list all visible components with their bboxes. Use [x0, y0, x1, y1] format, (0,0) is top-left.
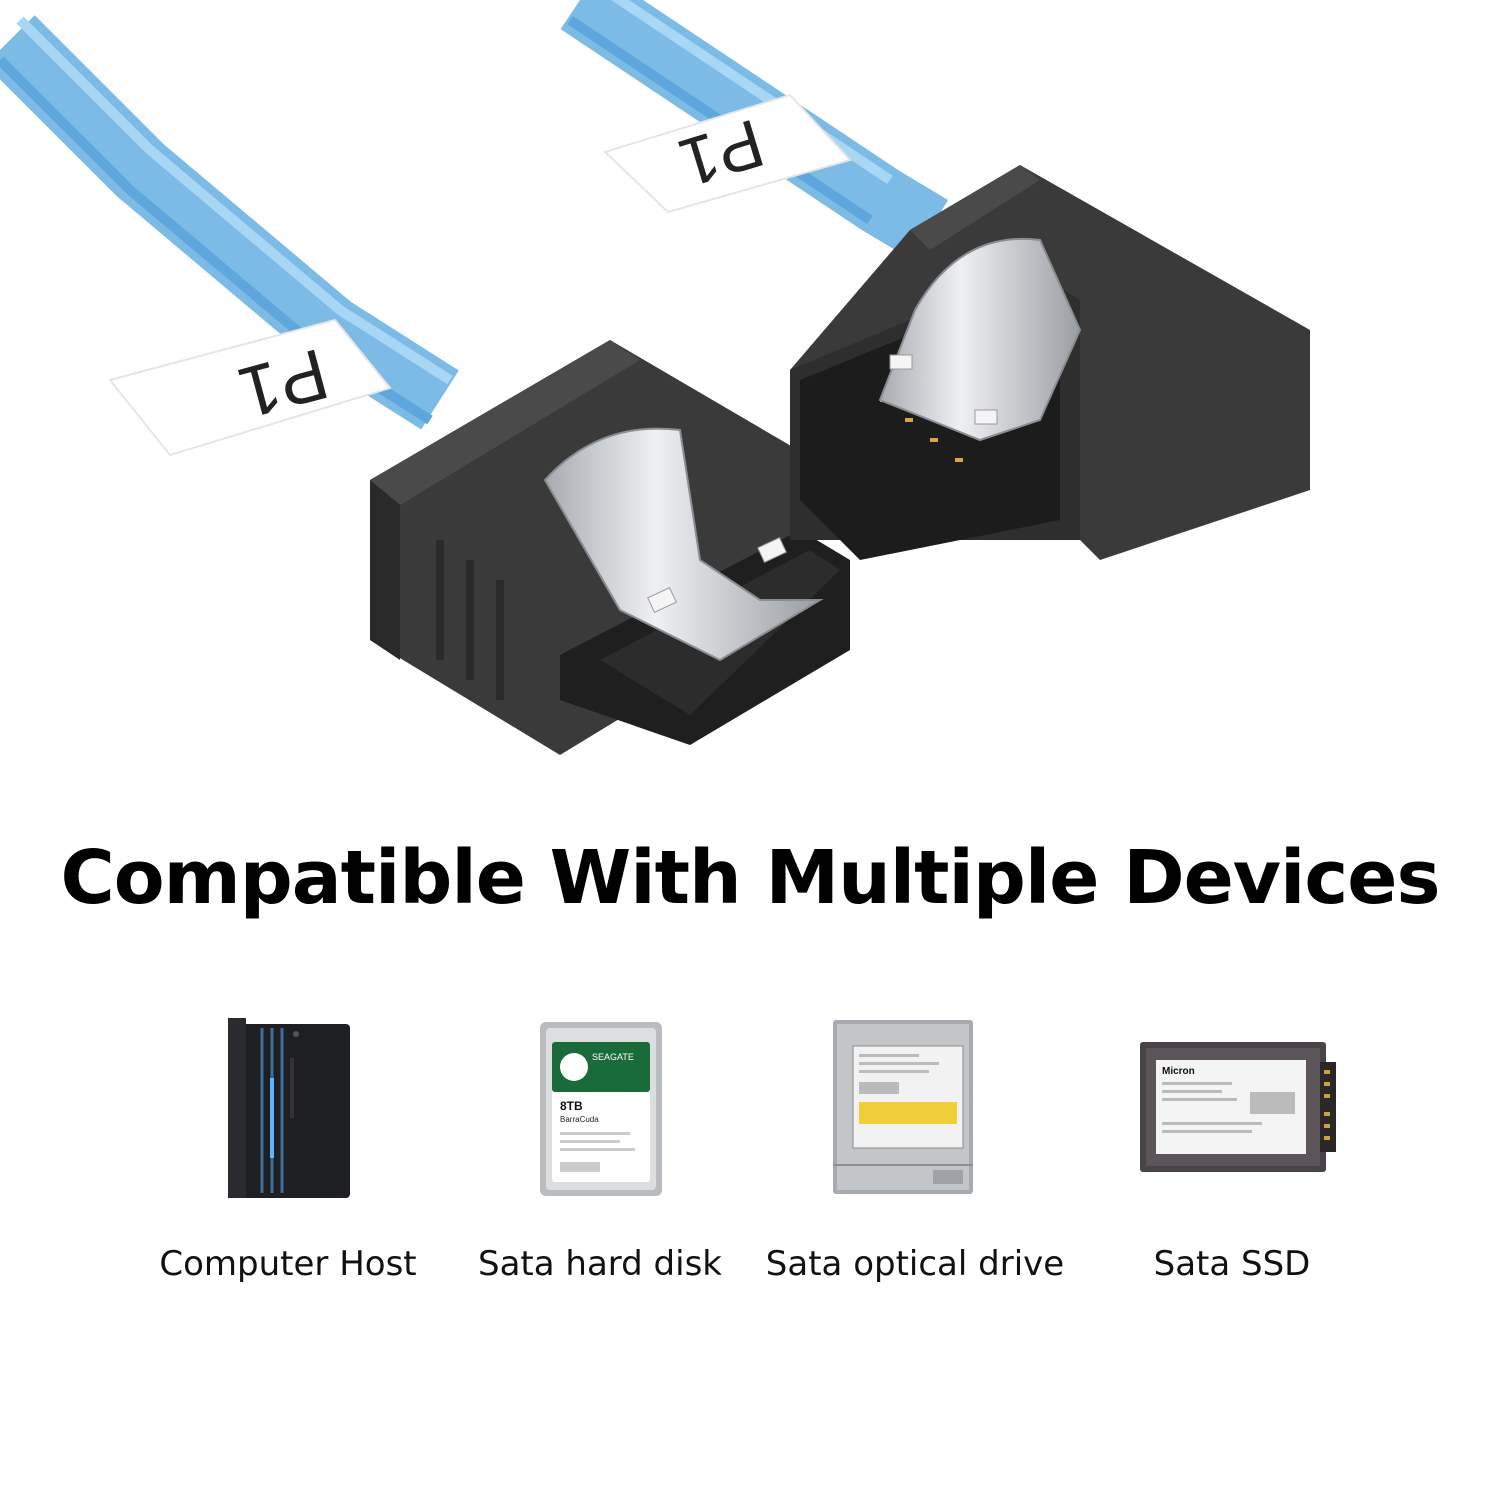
hdd-brand-text: SEAGATE — [592, 1052, 634, 1062]
computer-host-icon — [228, 1018, 350, 1198]
hard-disk-icon: SEAGATE 8TB BarraCuda — [540, 1022, 662, 1196]
ssd-brand-text: Micron — [1162, 1066, 1195, 1077]
left-connector — [370, 340, 850, 755]
hdd-capacity-text: 8TB — [560, 1099, 583, 1113]
left-cable-label: P1 — [108, 318, 392, 457]
sata-cable-illustration: P1 P1 — [0, 0, 1310, 755]
device-label-optical-drive: Sata optical drive — [765, 1244, 1065, 1284]
ssd-icon: Micron — [1140, 1042, 1336, 1172]
hdd-model-text: BarraCuda — [560, 1115, 599, 1124]
right-connector — [790, 165, 1310, 560]
device-label-ssd: Sata SSD — [1153, 1244, 1311, 1284]
optical-drive-icon — [833, 1020, 973, 1194]
headline: Compatible With Multiple Devices — [60, 835, 1440, 921]
device-label-hard-disk: Sata hard disk — [478, 1244, 722, 1284]
device-label-computer-host: Computer Host — [159, 1244, 417, 1284]
